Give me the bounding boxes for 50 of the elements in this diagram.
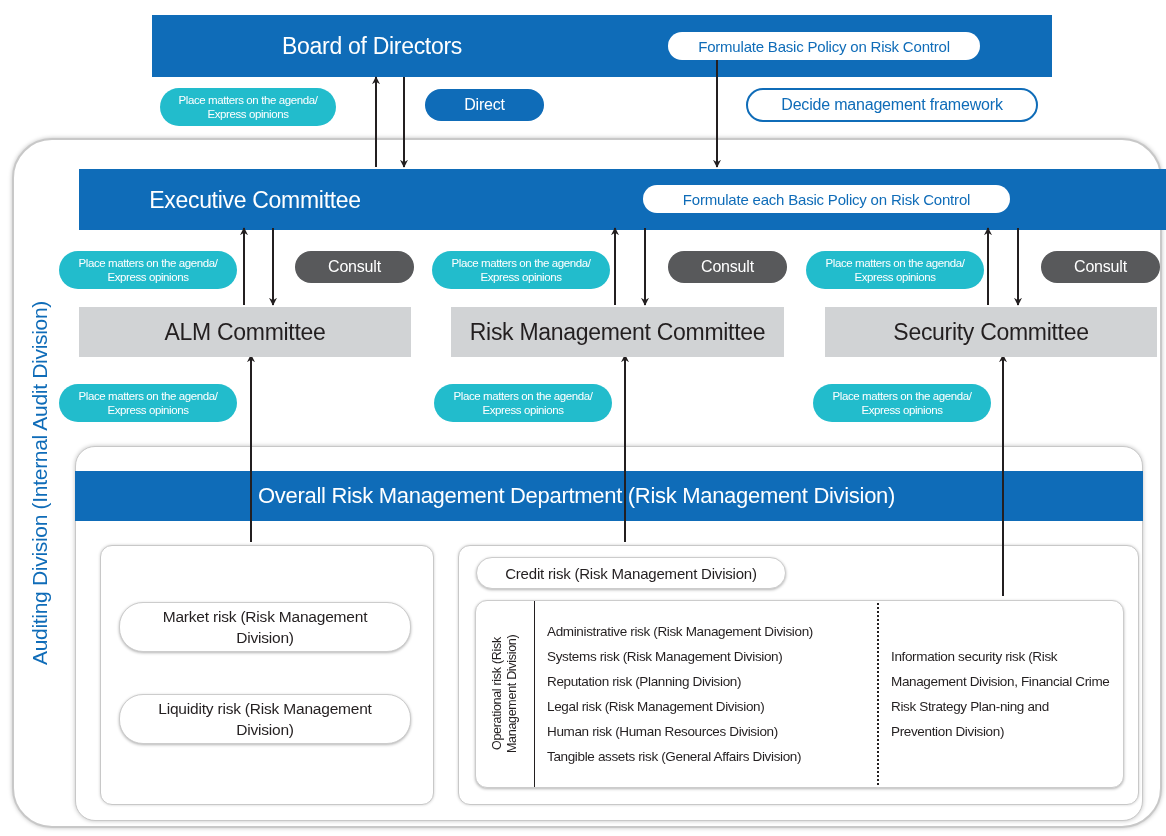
arrow xyxy=(611,227,619,306)
risk-item: Human risk (Human Resources Division) xyxy=(547,723,779,741)
arrow xyxy=(269,227,277,306)
label-pill: Formulate Basic Policy on Risk Control xyxy=(668,32,980,60)
label-pill: Decide management framework xyxy=(746,88,1038,122)
risk-table xyxy=(475,600,1124,788)
arrow xyxy=(641,227,649,306)
group-panel xyxy=(100,545,434,805)
risk-pill: Market risk (Risk Management Division) xyxy=(119,602,411,652)
label-pill: Place matters on the agenda/ Express opinions xyxy=(59,384,237,422)
arrow xyxy=(999,354,1007,597)
risk-item: Systems risk (Risk Management Division) xyxy=(547,648,784,666)
label-pill: Place matters on the agenda/ Express opinions xyxy=(59,251,237,289)
label-pill: Place matters on the agenda/ Express opinions xyxy=(434,384,612,422)
arrow xyxy=(1014,227,1022,306)
label-pill: Place matters on the agenda/ Express opinions xyxy=(432,251,610,289)
risk-item: Administrative risk (Risk Management Division) xyxy=(547,623,814,641)
bar-title: Executive Committee xyxy=(149,186,361,213)
label-pill: Formulate each Basic Policy on Risk Control xyxy=(643,185,1010,213)
label-pill: Consult xyxy=(295,251,414,283)
risk-note: Information security risk (Risk Management Division, Financial Crime Risk Strategy Plan-ning and Prevention Division) xyxy=(891,648,1111,741)
header-bar: Overall Risk Management Department (Risk Management Division) xyxy=(75,471,1143,521)
label-pill: Direct xyxy=(425,89,544,121)
committee-box: Risk Management Committee xyxy=(451,307,784,357)
committee-bar xyxy=(79,169,1166,230)
arrow xyxy=(621,354,629,543)
label-pill: Consult xyxy=(1041,251,1160,283)
group-panel xyxy=(458,545,1139,805)
arrow xyxy=(400,76,408,168)
arrow xyxy=(984,227,992,306)
arrow xyxy=(240,227,248,306)
risk-pill: Liquidity risk (Risk Management Division) xyxy=(119,694,411,744)
label-pill: Place matters on the agenda/ Express opinions xyxy=(160,88,336,126)
label-pill: Consult xyxy=(668,251,787,283)
label-pill: Place matters on the agenda/ Express opinions xyxy=(806,251,984,289)
risk-item: Legal risk (Risk Management Division) xyxy=(547,698,766,716)
risk-item: Tangible assets risk (General Affairs Division) xyxy=(547,748,803,766)
vertical-label: Operational risk (Risk Management Division) xyxy=(490,633,520,756)
arrow xyxy=(372,76,380,168)
risk-pill: Credit risk (Risk Management Division) xyxy=(476,557,786,589)
bar-title: Board of Directors xyxy=(282,32,462,60)
arrow xyxy=(713,59,721,168)
risk-item: Reputation risk (Planning Division) xyxy=(547,673,743,691)
label-pill: Place matters on the agenda/ Express opinions xyxy=(813,384,991,422)
committee-box: Security Committee xyxy=(825,307,1157,357)
committee-box: ALM Committee xyxy=(79,307,411,357)
department-frame xyxy=(75,446,1143,821)
frame-title: Auditing Division (Internal Audit Division) xyxy=(28,300,52,666)
committee-bar xyxy=(152,15,1052,77)
arrow xyxy=(247,354,255,543)
